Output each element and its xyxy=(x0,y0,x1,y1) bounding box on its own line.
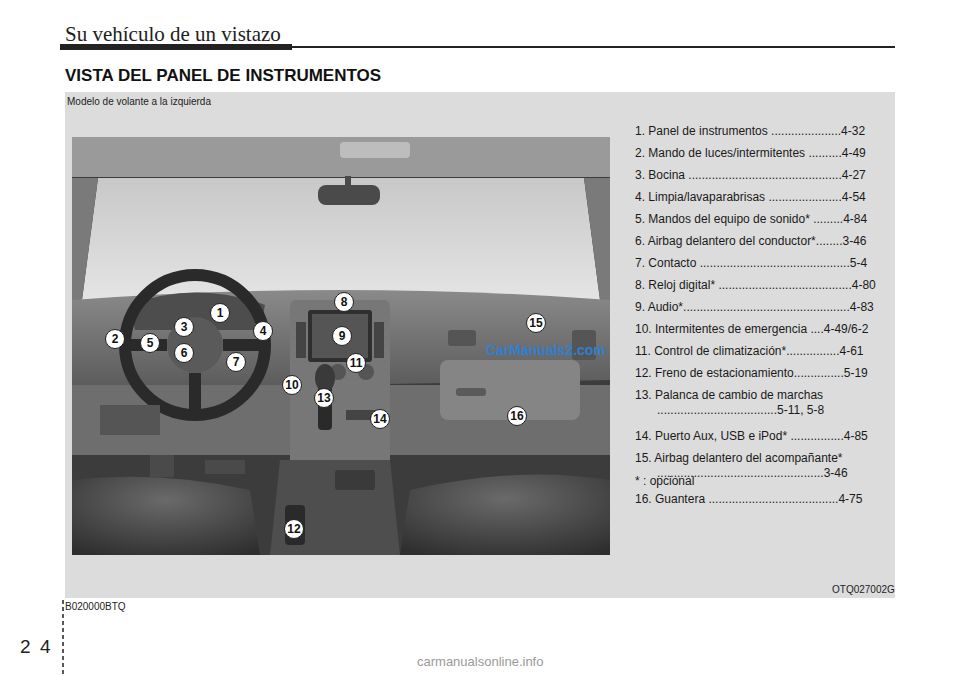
callout-number: 9 xyxy=(332,326,352,346)
reference-code: B020000BTQ xyxy=(65,601,126,612)
legend-item: 6. Airbag delantero del conductor*......… xyxy=(635,234,866,249)
legend-item: 5. Mandos del equipo de sonido* ........… xyxy=(635,212,867,227)
legend-item: 1. Panel de instrumentos ...............… xyxy=(635,124,865,139)
figure-code: OTQ027002G xyxy=(832,584,895,595)
legend-item: 9. Audio*...............................… xyxy=(635,300,874,315)
callout-number: 14 xyxy=(370,409,390,429)
callout-number: 13 xyxy=(314,388,334,408)
model-note: Modelo de volante a la izquierda xyxy=(67,96,211,107)
legend-item: 8. Reloj digital* ......................… xyxy=(635,278,876,293)
grey-panel xyxy=(65,92,895,598)
footer-divider xyxy=(62,600,64,676)
callout-number: 8 xyxy=(334,292,354,312)
watermark: CarManuals2.com xyxy=(486,342,606,358)
callout-number: 10 xyxy=(282,375,302,395)
legend-item: 7. Contacto ............................… xyxy=(635,256,867,271)
running-header: Su vehículo de un vistazo xyxy=(65,22,281,47)
legend-item: 4. Limpia/lavaparabrisas ...............… xyxy=(635,190,866,205)
footnote: * : opcional xyxy=(635,474,694,489)
callout-number: 2 xyxy=(105,329,125,349)
dashboard-illustration xyxy=(72,137,610,555)
page-chapter: 2 xyxy=(20,636,31,658)
legend-item: 2. Mando de luces/intermitentes ........… xyxy=(635,146,866,161)
callout-number: 6 xyxy=(174,343,194,363)
callout-number: 1 xyxy=(210,303,230,323)
callout-number: 3 xyxy=(174,317,194,337)
legend-item: 16. Guantera ...........................… xyxy=(635,492,862,507)
callout-number: 5 xyxy=(140,333,160,353)
callout-number: 16 xyxy=(507,406,527,426)
callout-number: 4 xyxy=(253,321,273,341)
callout-number: 12 xyxy=(284,519,304,539)
callout-number: 11 xyxy=(346,353,366,373)
legend-item: 3. Bocina ..............................… xyxy=(635,168,866,183)
legend-item: 12. Freno de estacionamiento............… xyxy=(635,366,868,381)
callout-number: 7 xyxy=(226,352,246,372)
site-watermark: carmanualsonline.info xyxy=(417,654,543,669)
page-number: 4 xyxy=(40,636,51,658)
legend-item: 14. Puerto Aux, USB e iPod* ............… xyxy=(635,429,868,444)
legend-item: 13. Palanca de cambio de marchas .......… xyxy=(635,388,909,418)
legend-item: 10. Intermitentes de emergencia ....4-49… xyxy=(635,322,868,337)
callout-number: 15 xyxy=(526,313,546,333)
section-title: VISTA DEL PANEL DE INSTRUMENTOS xyxy=(65,66,381,86)
legend-item: 11. Control de climatización*...........… xyxy=(635,344,864,359)
